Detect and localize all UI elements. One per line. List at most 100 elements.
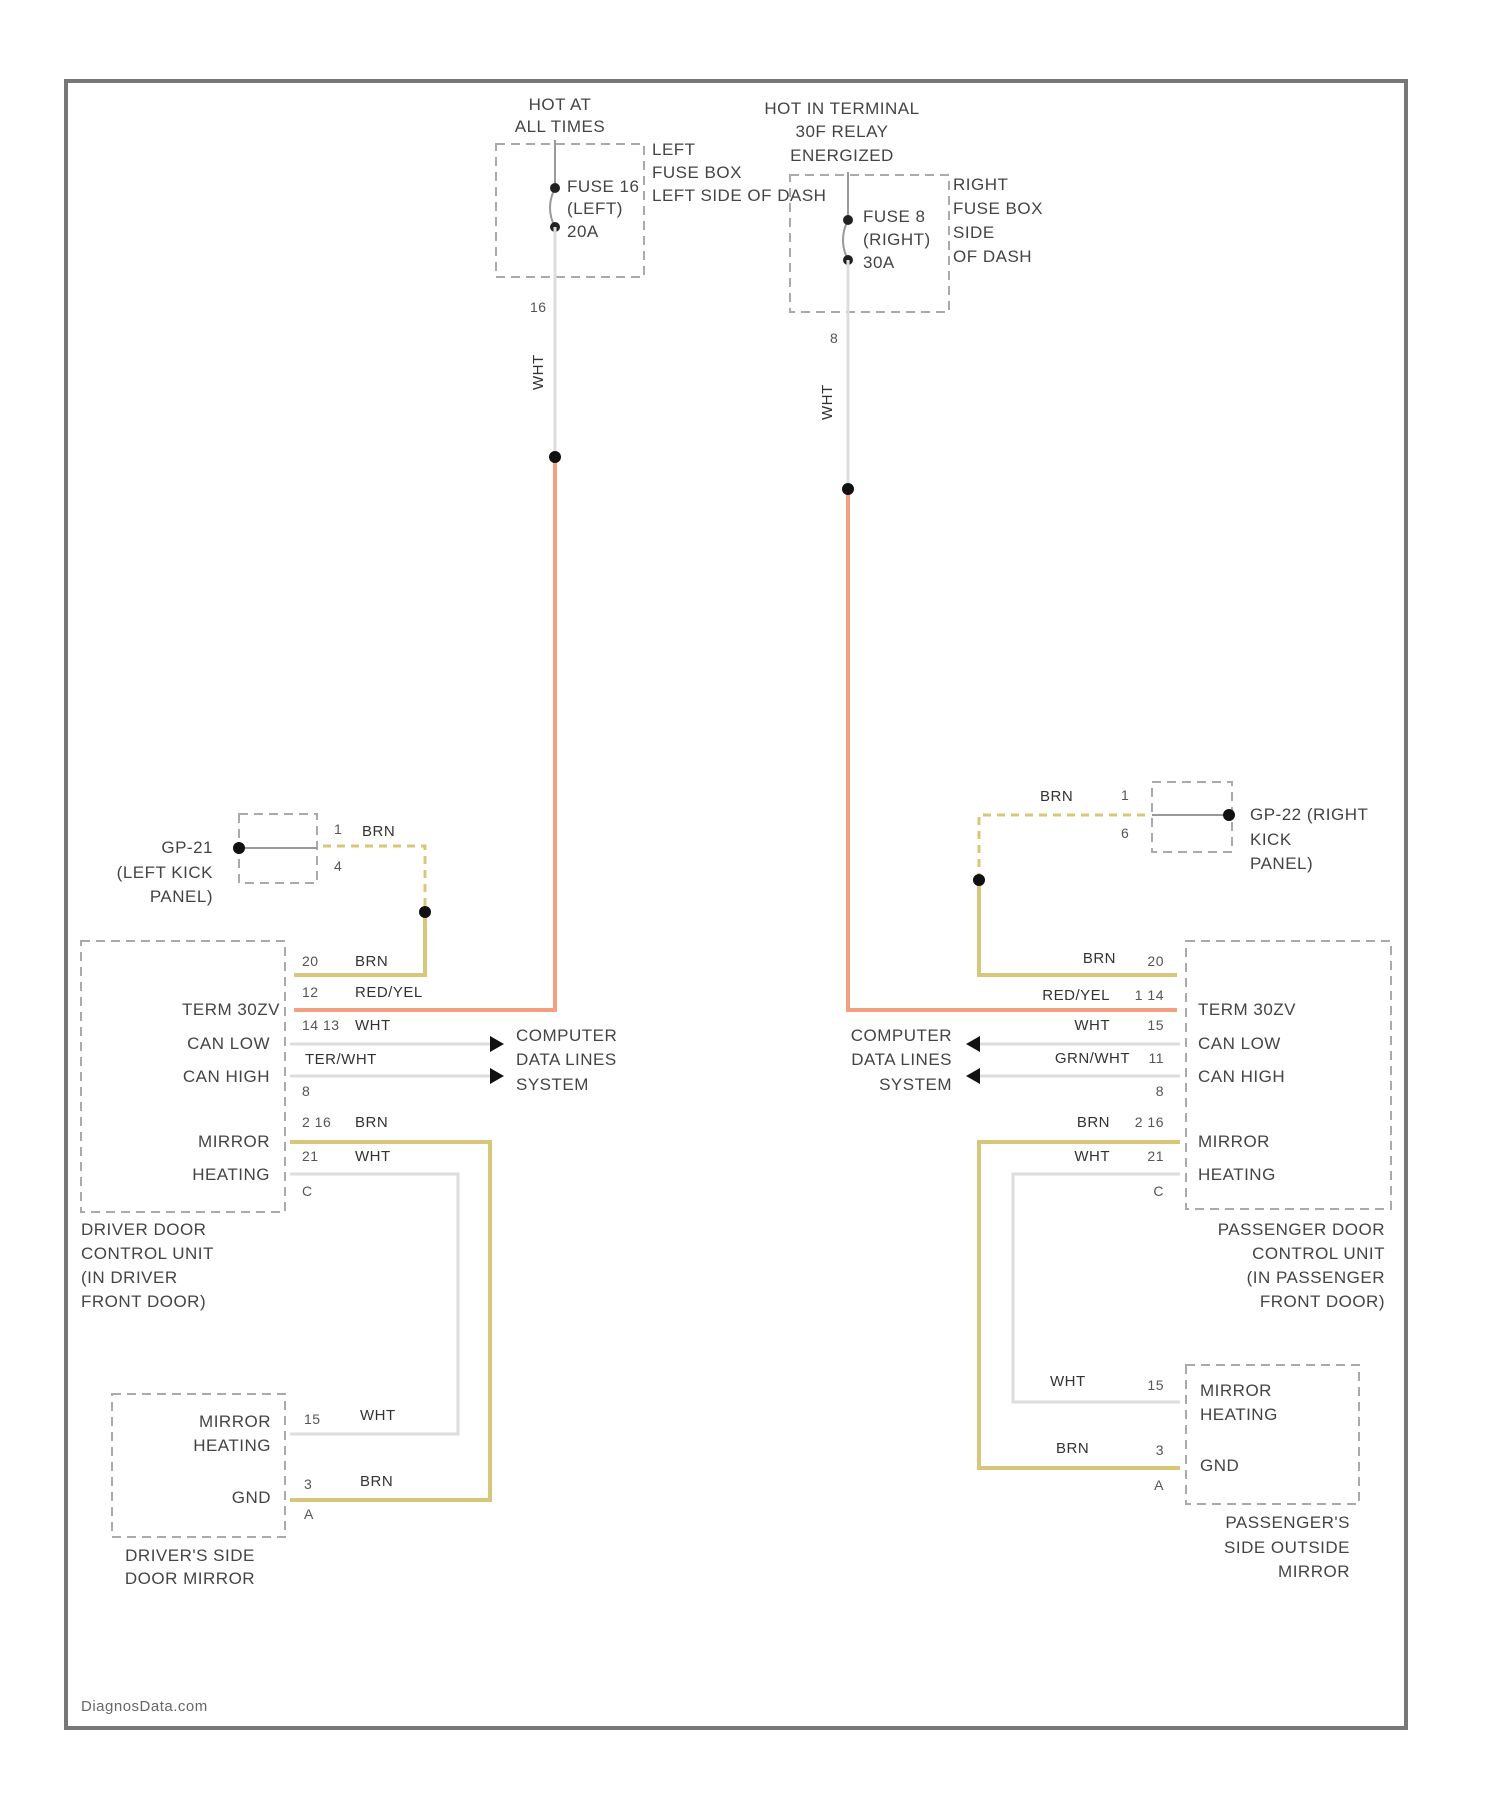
terminal-mirror: MIRROR <box>198 1132 270 1151</box>
terminal-can-low: CAN LOW <box>187 1034 270 1053</box>
arrow-right-icon <box>490 1068 504 1084</box>
mirror-label-line1: PASSENGER'S <box>1225 1513 1350 1532</box>
pin: 20 <box>302 953 319 969</box>
diagram-frame <box>66 81 1406 1728</box>
data-lines-right-line3: SYSTEM <box>879 1075 952 1094</box>
wire-label: BRN <box>360 1473 393 1490</box>
pin: 21 <box>1147 1148 1164 1164</box>
wire-label: WHT <box>1050 1373 1086 1390</box>
terminal-can-low: CAN LOW <box>1198 1034 1281 1053</box>
mirror-label-line2: SIDE OUTSIDE <box>1224 1538 1350 1557</box>
left-fusebox-line1: LEFT <box>652 140 696 159</box>
left-fuse-box: HOT AT ALL TIMES LEFT FUSE BOX LEFT SIDE… <box>496 95 826 457</box>
right-mirror-wht-wire <box>1013 1174 1180 1402</box>
passengers-side-outside-mirror: MIRROR HEATING GND 15 3 A WHT BRN PASSEN… <box>1050 1365 1359 1581</box>
pin: 12 <box>302 984 319 1000</box>
right-fuse-pin: 8 <box>830 330 838 346</box>
left-fuse-wire-label: WHT <box>530 354 547 390</box>
dcu-label-line3: (IN DRIVER <box>81 1268 178 1287</box>
right-fusebox-line3: SIDE <box>953 223 995 242</box>
terminal-can-high: CAN HIGH <box>183 1067 270 1086</box>
right-fuse-rating: 30A <box>863 253 895 272</box>
dcu-label-line1: DRIVER DOOR <box>81 1220 206 1239</box>
dcu-label-line1: PASSENGER DOOR <box>1218 1220 1385 1239</box>
wire-label: RED/YEL <box>1042 987 1110 1004</box>
fuse-symbol-icon <box>550 188 555 227</box>
dcu-label-line2: CONTROL UNIT <box>81 1244 214 1263</box>
right-source-line2: 30F RELAY <box>795 122 888 141</box>
pin: 15 <box>1147 1377 1164 1393</box>
left-fusebox-line3: LEFT SIDE OF DASH <box>652 186 826 205</box>
wire-label: WHT <box>355 1017 391 1034</box>
data-lines-left-line1: COMPUTER <box>516 1026 617 1045</box>
wire-label: WHT <box>1074 1148 1110 1165</box>
wire-label: BRN <box>1077 1114 1110 1131</box>
pin: A <box>304 1506 314 1522</box>
ground-label-line3: PANEL) <box>1250 854 1313 873</box>
ground-wire-label: BRN <box>1040 788 1073 805</box>
mirror-terminal-gnd: GND <box>232 1488 271 1507</box>
left-mirror-wht-wire <box>290 1174 458 1434</box>
pin: 14 13 <box>302 1017 340 1033</box>
ground-pin: 1 <box>334 821 342 837</box>
data-lines-right-line1: COMPUTER <box>851 1026 952 1045</box>
splice-dot <box>549 451 561 463</box>
arrow-right-icon <box>490 1036 504 1052</box>
dcu-label-line4: FRONT DOOR) <box>81 1292 206 1311</box>
ground-label-line2: KICK <box>1250 830 1292 849</box>
ground-wire-label: BRN <box>362 823 395 840</box>
drivers-side-door-mirror: MIRROR HEATING GND 15 3 A WHT BRN DRIVER… <box>112 1394 396 1588</box>
wire-label: WHT <box>1074 1017 1110 1034</box>
right-fusebox-line1: RIGHT <box>953 175 1008 194</box>
pin: 2 16 <box>302 1114 331 1130</box>
wire-label: WHT <box>355 1148 391 1165</box>
pin: 1 14 <box>1135 987 1164 1003</box>
right-power-wire <box>848 489 1177 1010</box>
left-source-line2: ALL TIMES <box>515 117 605 136</box>
right-fuse-box: HOT IN TERMINAL 30F RELAY ENERGIZED RIGH… <box>764 99 1043 489</box>
wire-label: BRN <box>355 1114 388 1131</box>
ground-label-line1: GP-21 <box>161 838 213 857</box>
mirror-terminal-gnd: GND <box>1200 1456 1239 1475</box>
mirror-terminal: HEATING <box>1200 1405 1278 1424</box>
terminal-heating: HEATING <box>192 1165 270 1184</box>
pin: 2 16 <box>1135 1114 1164 1130</box>
fuse-symbol-icon <box>843 220 848 260</box>
pin: 3 <box>1156 1442 1164 1458</box>
pin: 3 <box>304 1476 312 1492</box>
pin: 20 <box>1147 953 1164 969</box>
pin: 15 <box>304 1411 321 1427</box>
pin: C <box>1153 1183 1164 1199</box>
mirror-label-line3: MIRROR <box>1278 1562 1350 1581</box>
terminal-heating: HEATING <box>1198 1165 1276 1184</box>
pin: 8 <box>1156 1083 1164 1099</box>
mirror-label-line2: DOOR MIRROR <box>125 1569 255 1588</box>
splice-dot <box>419 906 431 918</box>
dcu-label-line4: FRONT DOOR) <box>1260 1292 1385 1311</box>
mirror-terminal: MIRROR <box>1200 1381 1272 1400</box>
right-source-line1: HOT IN TERMINAL <box>764 99 919 118</box>
terminal-term30zv: TERM 30ZV <box>1198 1000 1296 1019</box>
pin: 8 <box>302 1083 310 1099</box>
pin: C <box>302 1183 313 1199</box>
right-fuse-name: FUSE 8 <box>863 207 926 226</box>
ground-label-line2: (LEFT KICK <box>117 863 213 882</box>
terminal-can-high: CAN HIGH <box>1198 1067 1285 1086</box>
ground-pin: 1 <box>1121 787 1129 803</box>
pin: 21 <box>302 1148 319 1164</box>
left-fuse-pin: 16 <box>530 299 547 315</box>
ground-pin: 4 <box>334 858 342 874</box>
left-fuse-side: (LEFT) <box>567 199 623 218</box>
terminal-mirror: MIRROR <box>1198 1132 1270 1151</box>
data-lines-left-line2: DATA LINES <box>516 1050 617 1069</box>
wire-label: BRN <box>355 953 388 970</box>
ground-label-line1: GP-22 (RIGHT <box>1250 805 1368 824</box>
ground-pin: 6 <box>1121 825 1129 841</box>
right-fuse-side: (RIGHT) <box>863 230 931 249</box>
arrow-left-icon <box>966 1068 980 1084</box>
wire-label: GRN/WHT <box>1055 1050 1130 1067</box>
right-fuse-wire-label: WHT <box>819 384 836 420</box>
pin: A <box>1154 1477 1164 1493</box>
mirror-terminal: MIRROR <box>199 1412 271 1431</box>
